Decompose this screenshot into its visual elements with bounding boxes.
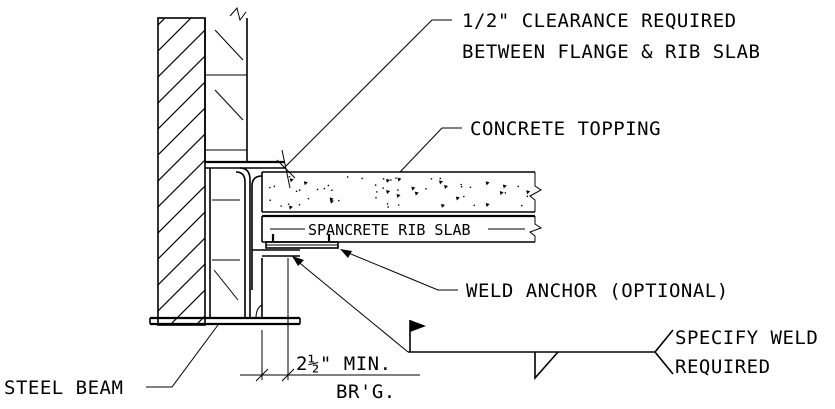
- concrete-topping: [261, 171, 542, 213]
- concrete-topping-label: CONCRETE TOPPING: [470, 118, 661, 140]
- steel-beam-callout: STEEL BEAM: [4, 324, 219, 399]
- steel-beam-label: STEEL BEAM: [4, 377, 123, 399]
- bearing-value-label: 2½" MIN.: [296, 353, 392, 375]
- fillet-weld-icon: [534, 351, 559, 381]
- bearing-unit-label: BR'G.: [336, 381, 396, 403]
- bearing-plate: [252, 234, 339, 257]
- clearance-label-line1: 1/2" CLEARANCE REQUIRED: [462, 10, 737, 32]
- block-wall: [204, 6, 248, 162]
- rib-slab-label: SPANCRETE RIB SLAB: [308, 221, 471, 239]
- clearance-callout: 1/2" CLEARANCE REQUIRED BETWEEN FLANGE &…: [276, 10, 760, 189]
- weld-anchor-callout: WELD ANCHOR (OPTIONAL): [340, 249, 729, 302]
- bearing-dimension: 2½" MIN. BR'G.: [240, 258, 420, 403]
- flag-icon: [410, 320, 426, 332]
- weld-anchor-label: WELD ANCHOR (OPTIONAL): [466, 280, 729, 302]
- specify-weld-line1: SPECIFY WELD: [675, 327, 818, 349]
- rib-slab: SPANCRETE RIB SLAB: [261, 214, 543, 243]
- wall-hatch: [157, 17, 206, 326]
- steel-beam: [149, 160, 301, 326]
- specify-weld-line2: REQUIRED: [675, 356, 771, 378]
- clearance-label-line2: BETWEEN FLANGE & RIB SLAB: [462, 41, 760, 63]
- weld-symbol: SPECIFY WELD REQUIRED: [292, 256, 818, 381]
- topping-callout: CONCRETE TOPPING: [399, 118, 661, 173]
